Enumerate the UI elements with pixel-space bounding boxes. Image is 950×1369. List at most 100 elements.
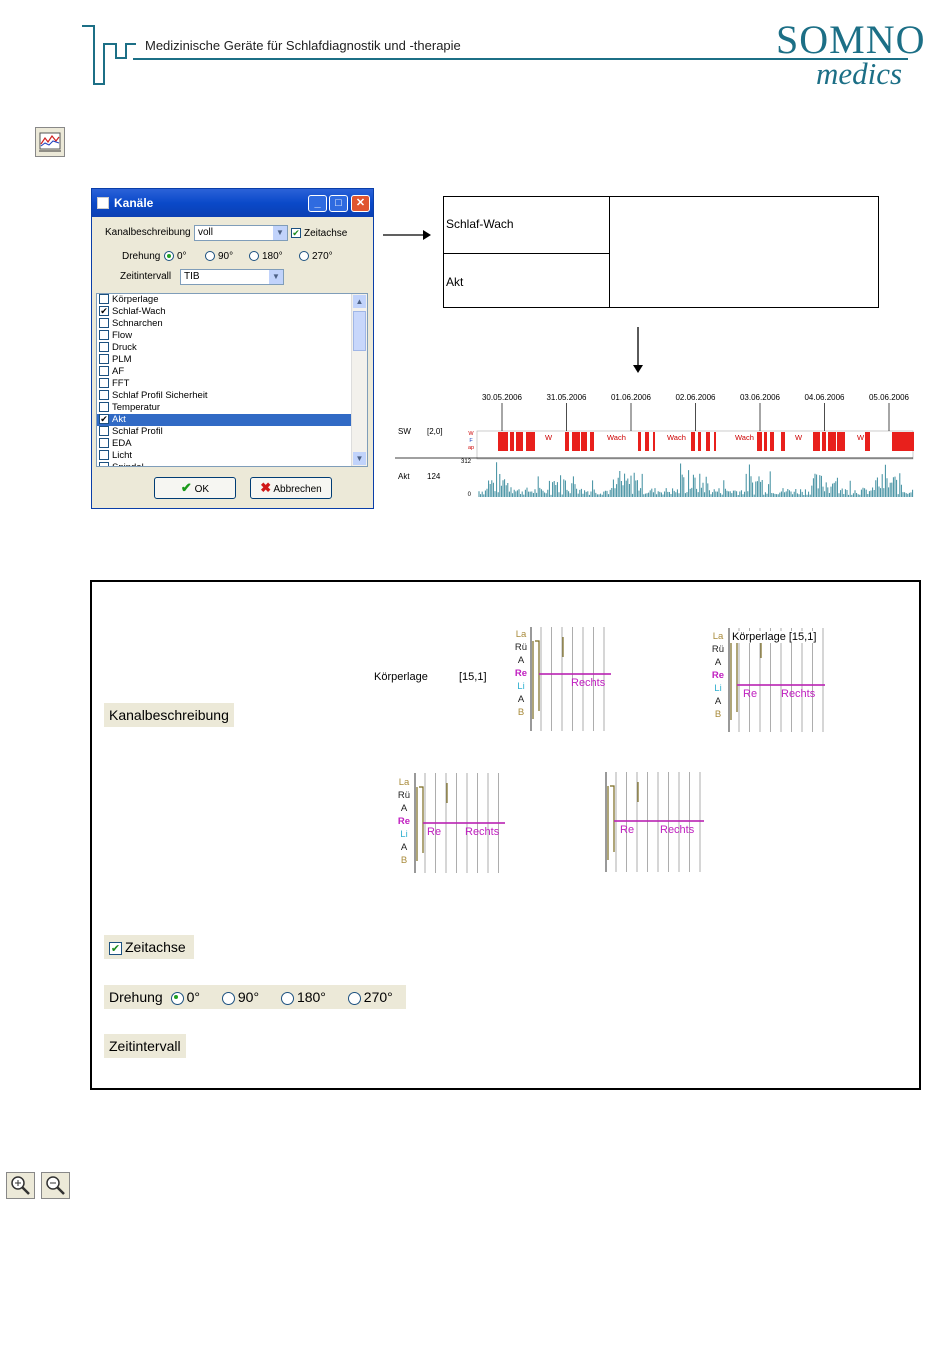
dialog-titlebar[interactable]: Kanäle _ □ ✕: [92, 189, 373, 217]
position-axis-label: La: [515, 629, 527, 640]
list-item[interactable]: Körperlage: [97, 294, 367, 306]
list-scrollbar[interactable]: ▲ ▼: [351, 294, 367, 466]
cancel-button[interactable]: ✖ Abbrechen: [250, 477, 332, 499]
checkbox-icon[interactable]: [99, 294, 109, 305]
sw-label: SW: [398, 427, 411, 436]
date-tick-label: 02.06.2006: [675, 393, 716, 402]
scroll-up-button[interactable]: ▲: [353, 295, 366, 308]
kanalbeschreibung-value: voll: [198, 227, 214, 238]
rotation-180-label: 180°: [262, 251, 283, 262]
brand-name-somno: SOMNO: [776, 17, 926, 62]
zeitintervall-label: Zeitintervall: [120, 271, 172, 282]
sw-segment: [516, 432, 523, 451]
checkbox-icon[interactable]: [99, 378, 109, 389]
sw-segment: [822, 432, 826, 451]
zeitachse-checkbox[interactable]: ✔Zeitachse: [291, 228, 347, 239]
position-axis-label: La: [398, 777, 410, 788]
radio-icon[interactable]: [249, 251, 259, 262]
checkbox-icon[interactable]: ✔: [99, 306, 109, 317]
sw-axis-label: ap: [468, 445, 474, 451]
list-item[interactable]: Druck: [97, 342, 367, 354]
ok-label: OK: [194, 484, 210, 495]
checkbox-icon[interactable]: ✔: [99, 414, 109, 425]
checkbox-icon[interactable]: [99, 402, 109, 413]
checkbox-icon[interactable]: [99, 366, 109, 377]
minimize-button[interactable]: _: [308, 195, 327, 212]
sw-segment: [498, 432, 508, 451]
position-axis-label: Rü: [397, 790, 411, 801]
dialog-title: Kanäle: [114, 196, 154, 210]
chevron-down-icon[interactable]: ▼: [269, 270, 283, 284]
radio-icon: [347, 991, 361, 1005]
cancel-label: Abbrechen: [273, 484, 322, 495]
sw-segment: [865, 432, 870, 451]
date-tick-label: 30.05.2006: [482, 393, 523, 402]
checkbox-icon[interactable]: [99, 390, 109, 401]
radio-icon[interactable]: [164, 251, 174, 262]
chevron-down-icon[interactable]: ▼: [273, 226, 287, 240]
rotation-180-radio[interactable]: 180°: [249, 251, 283, 262]
sw-segment: [565, 432, 569, 451]
sw-axis-label: W: [468, 431, 474, 437]
position-trace: [416, 786, 505, 861]
list-item[interactable]: PLM: [97, 354, 367, 366]
channel-chart-icon[interactable]: [35, 127, 65, 157]
list-item-label: Spindel: [112, 462, 144, 466]
checkbox-icon[interactable]: [99, 438, 109, 449]
rotation-90-radio[interactable]: 90°: [205, 251, 233, 262]
list-item[interactable]: Schlaf Profil: [97, 426, 367, 438]
checkbox-icon[interactable]: ✔: [291, 228, 301, 239]
ok-button[interactable]: ✔ OK: [154, 477, 236, 499]
date-tick-label: 03.06.2006: [740, 393, 781, 402]
list-item[interactable]: FFT: [97, 378, 367, 390]
checkbox-icon[interactable]: [99, 342, 109, 353]
header-tagline: Medizinische Geräte für Schlafdiagnostik…: [145, 38, 461, 53]
radio-icon[interactable]: [205, 251, 215, 262]
radio-icon[interactable]: [299, 251, 309, 262]
sw-state-label: W: [857, 433, 865, 442]
list-item[interactable]: Schnarchen: [97, 318, 367, 330]
sw-segment: [842, 432, 845, 451]
list-item[interactable]: Spindel: [97, 462, 367, 466]
list-item-label: Schlaf Profil Sicherheit: [112, 390, 208, 401]
position-axis-label: Li: [714, 683, 722, 694]
scroll-thumb[interactable]: [353, 311, 366, 351]
checkbox-icon[interactable]: [99, 330, 109, 341]
maximize-button[interactable]: □: [329, 195, 348, 212]
list-item[interactable]: EDA: [97, 438, 367, 450]
list-item[interactable]: ✔Schlaf-Wach: [97, 306, 367, 318]
checkbox-icon[interactable]: [99, 354, 109, 365]
checkbox-icon[interactable]: [99, 462, 109, 466]
list-item[interactable]: AF: [97, 366, 367, 378]
list-item[interactable]: Schlaf Profil Sicherheit: [97, 390, 367, 402]
list-item-label: Akt: [112, 414, 126, 425]
list-item[interactable]: Flow: [97, 330, 367, 342]
kanalbeschreibung-select[interactable]: voll ▼: [194, 225, 288, 241]
checkbox-icon[interactable]: [99, 426, 109, 437]
sw-segment: [638, 432, 641, 451]
list-item-label: Körperlage: [112, 294, 159, 305]
rotation-0-radio[interactable]: 0°: [164, 251, 187, 262]
checkbox-icon[interactable]: [99, 450, 109, 461]
zeitintervall-select[interactable]: TIB ▼: [180, 269, 284, 285]
list-item[interactable]: Licht: [97, 450, 367, 462]
drehung-label: Drehung: [122, 251, 161, 262]
position-plot-1: Rechts: [530, 627, 611, 731]
zoom-in-icon[interactable]: [6, 1172, 35, 1199]
list-item[interactable]: Temperatur: [97, 402, 367, 414]
position-axis-label: Re: [711, 670, 725, 681]
rotation-270-label: 270°: [312, 251, 333, 262]
koerperlage-value: [15,1]: [459, 671, 487, 683]
checkbox-icon[interactable]: [99, 318, 109, 329]
zoom-out-icon[interactable]: [41, 1172, 70, 1199]
arrow-down-icon: [633, 327, 643, 373]
scroll-down-button[interactable]: ▼: [353, 452, 366, 465]
close-button[interactable]: ✕: [351, 195, 370, 212]
zeitachse-caption-text: Zeitachse: [125, 939, 186, 955]
list-item[interactable]: ✔Akt: [97, 414, 367, 426]
sw-segment: [653, 432, 655, 451]
rotation-270-radio[interactable]: 270°: [299, 251, 333, 262]
